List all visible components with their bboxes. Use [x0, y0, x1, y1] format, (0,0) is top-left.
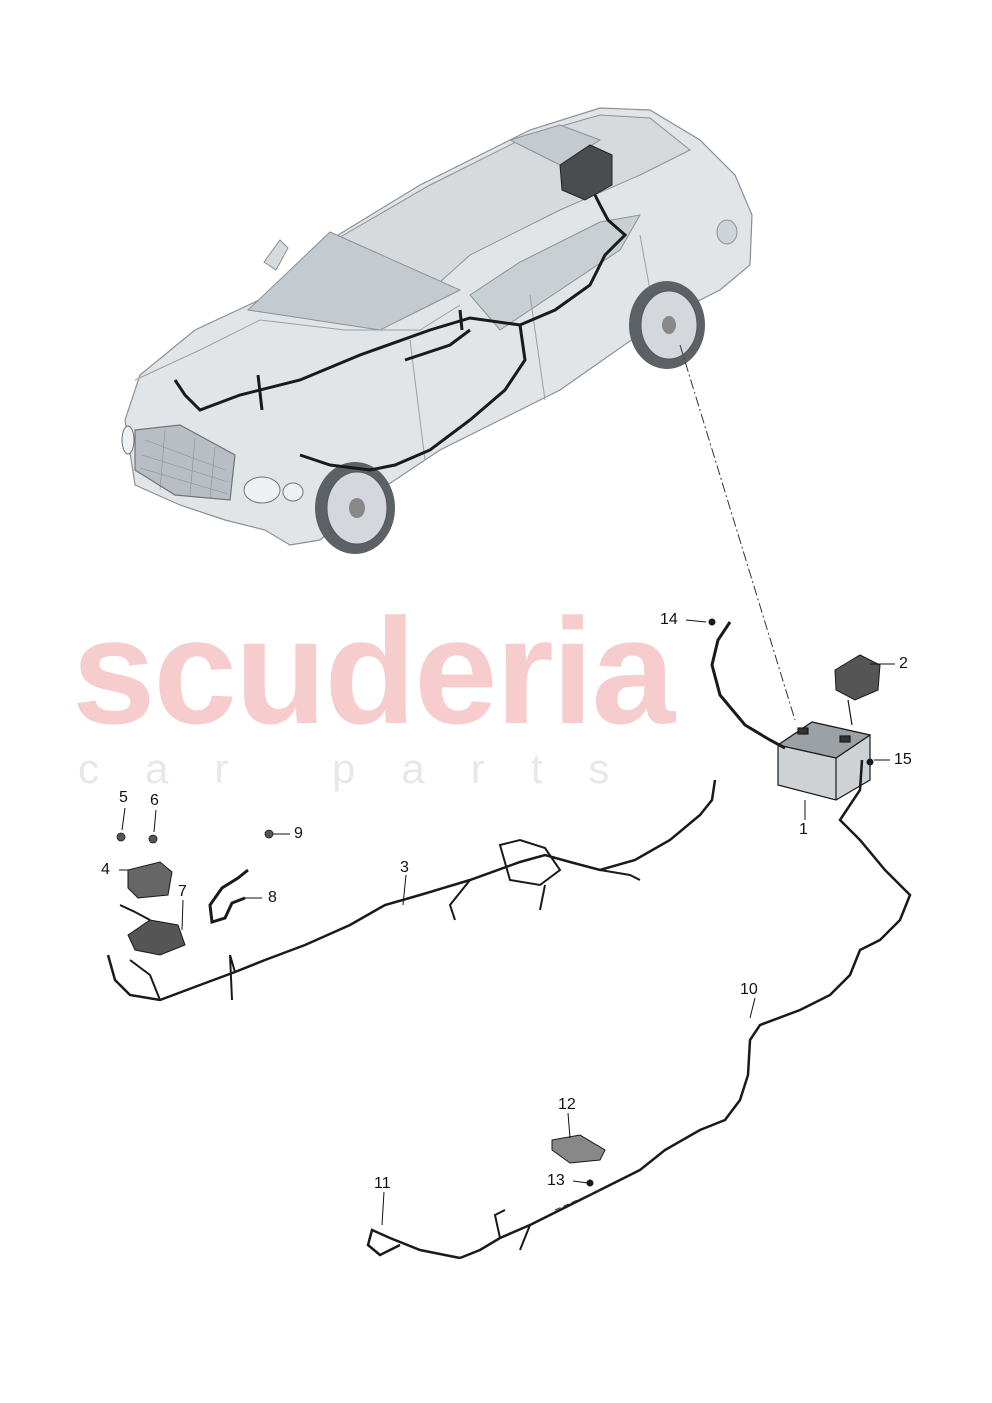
car-illustration: [121, 107, 796, 721]
callout-12: 12: [558, 1096, 576, 1113]
part-6: [148, 834, 158, 844]
callout-15: 15: [894, 751, 912, 768]
part-9: [264, 829, 274, 839]
part-4: [127, 861, 173, 899]
callout-14: 14: [660, 611, 678, 628]
callout-8: 8: [268, 889, 277, 906]
part-7: [127, 919, 186, 956]
car-headlight: [243, 476, 281, 504]
harness-3: [106, 779, 717, 1002]
car-grille: [134, 424, 236, 501]
car-harness: [173, 194, 628, 472]
car-wheel-front: [315, 462, 395, 554]
battery: [776, 721, 872, 801]
callout-4: 4: [101, 861, 110, 878]
watermark-brand: scuderia: [72, 587, 675, 755]
watermark-tagline: car parts: [78, 745, 656, 792]
callout-5: 5: [119, 789, 128, 806]
callout-1: 1: [799, 821, 808, 838]
leader-lines: [119, 619, 895, 1226]
callout-7: 7: [178, 883, 187, 900]
callout-10: 10: [740, 981, 758, 998]
callout-2: 2: [899, 655, 908, 672]
callout-6: 6: [150, 792, 159, 809]
car-mirror: [263, 239, 289, 271]
car-wheel-rear: [629, 281, 705, 369]
car-rear-glass: [508, 124, 602, 166]
bracket-12: [551, 1134, 606, 1164]
cable-11: [366, 1228, 461, 1260]
part-2: [834, 654, 881, 701]
callout-9: 9: [294, 825, 303, 842]
cable-8: [208, 868, 249, 924]
callout-3: 3: [400, 859, 409, 876]
guide-line: [679, 344, 796, 721]
exploded-parts: [106, 618, 912, 1260]
callout-11: 11: [374, 1175, 391, 1192]
cable-14: [710, 621, 786, 750]
cable-10: [459, 759, 912, 1260]
callout-13: 13: [547, 1172, 565, 1189]
part-5: [116, 832, 126, 842]
car-windshield: [246, 231, 462, 331]
car-battery-outline: [559, 144, 613, 201]
